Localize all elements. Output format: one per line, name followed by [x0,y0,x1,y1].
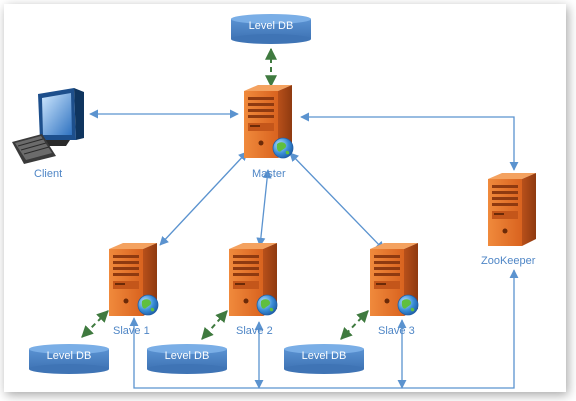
edge-master-slave3 [289,152,385,251]
slave1-label: Slave 1 [113,325,150,337]
slave3-label: Slave 3 [378,325,415,337]
edge-master-slave2 [256,169,272,247]
connectors [89,109,519,389]
master-db-label: Level DB [248,20,294,32]
db-links [81,47,369,340]
master-globe-icon [272,137,294,159]
edge-slave2-db [201,310,228,340]
slave2-label: Slave 2 [236,325,273,337]
slave2-db-label: Level DB [164,350,210,362]
slave2-globe-icon [256,294,278,316]
master-label: Master [252,168,286,180]
client-computer-icon [12,88,84,164]
edge-slave3-db [340,310,369,340]
edge-slave1-db [81,310,109,338]
slave1-db-label: Level DB [46,350,92,362]
slave1-globe-icon [137,294,159,316]
zookeeper-label: ZooKeeper [481,255,536,267]
slave3-globe-icon [397,294,419,316]
edge-master-slave1 [159,151,248,246]
edge-master-zookeeper [300,112,519,171]
zookeeper-server-icon [488,173,536,246]
slave3-db-label: Level DB [301,350,347,362]
client-label: Client [34,168,63,180]
edge-bus-zookeeper [129,269,519,389]
